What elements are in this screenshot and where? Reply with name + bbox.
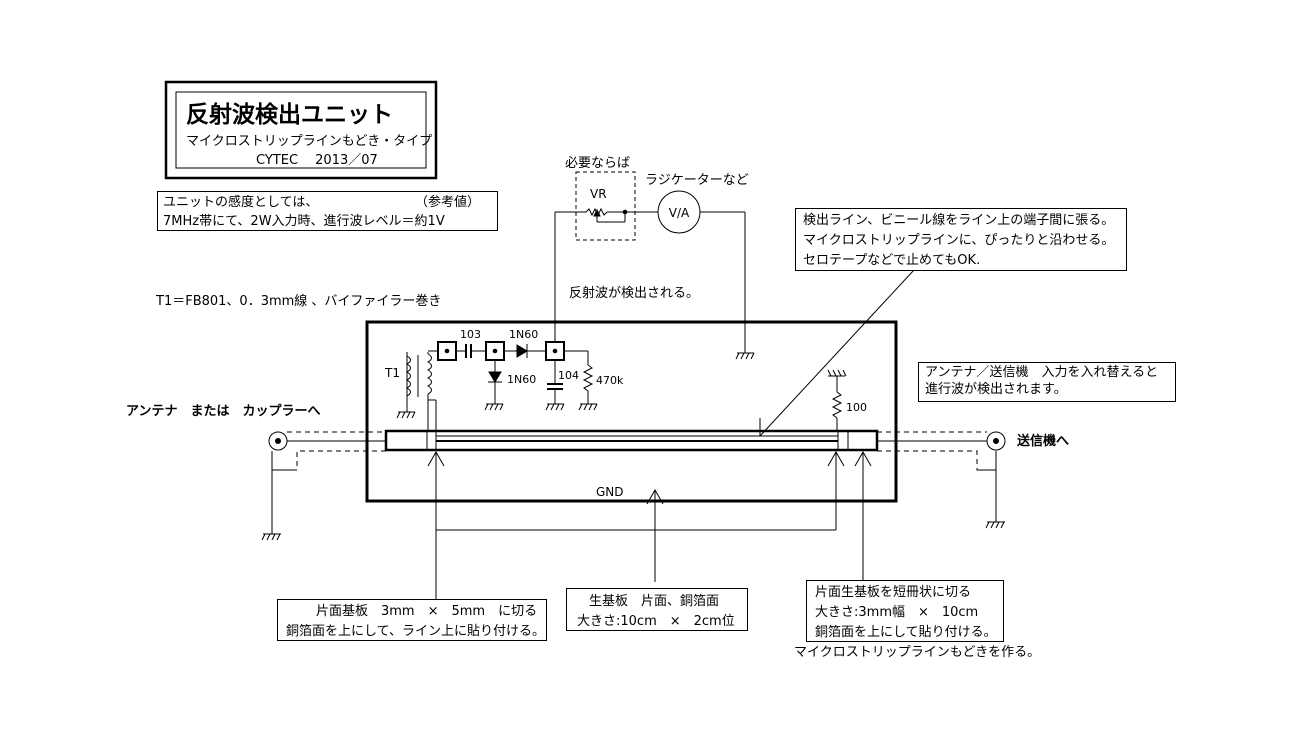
- strip-note-footer: マイクロストリップラインもどきを作る。: [794, 645, 1041, 660]
- page-title: 反射波検出ユニット: [186, 102, 393, 128]
- transformer-t1: [405, 352, 437, 431]
- label-d1: 1N60: [509, 328, 539, 341]
- author-date: CYTEC 2013／07: [256, 153, 378, 168]
- title-frame-inner: [175, 91, 427, 169]
- label-c104: 104: [558, 369, 579, 382]
- right-coax-connector: [877, 431, 1006, 522]
- vr-dashed-box: [575, 171, 636, 241]
- label-d2: 1N60: [507, 373, 537, 386]
- optional-label: 必要ならば: [565, 156, 631, 171]
- vr-label: VR: [590, 187, 607, 201]
- board-note: 生基板 片面、銅箔面 大きさ:10cm × 2cm位: [566, 588, 748, 631]
- tx-label: 送信機へ: [1017, 434, 1070, 449]
- label-gnd: GND: [596, 485, 624, 499]
- sensitivity-note: ユニットの感度としては、 （参考値） 7MHz帯にて、2W入力時、進行波レベル＝…: [157, 191, 498, 231]
- left-coax-connector: [268, 431, 386, 534]
- transformer-note: T1＝FB801、0．3mm線 、バイファイラー巻き: [156, 294, 442, 309]
- label-r100: 100: [846, 401, 867, 414]
- callout-arrows: [427, 450, 872, 600]
- page-subtitle: マイクロストリップラインもどき・タイプ: [186, 134, 433, 149]
- detect-line-note: 検出ライン、ビニール線をライン上の端子間に張る。 マイクロストリップラインに、ぴ…: [795, 208, 1127, 271]
- meter-note: ラジケーターなど: [645, 173, 749, 188]
- meter-symbol: V/A: [669, 206, 690, 220]
- pad-note: 片面基板 3mm × 5mm に切る 銅箔面を上にして、ライン上に貼り付ける。: [277, 599, 547, 641]
- label-c103: 103: [460, 328, 481, 341]
- swap-note: アンテナ／送信機 入力を入れ替えると 進行波が検出されます。: [918, 362, 1176, 402]
- label-r470k: 470k: [596, 374, 624, 387]
- title-frame-outer: [164, 80, 438, 180]
- strip-note: 片面生基板を短冊状に切る 大きさ:3mm幅 × 10cm 銅箔面を上にして貼り付…: [806, 580, 1004, 642]
- reflect-note: 反射波が検出される。: [569, 286, 700, 301]
- ground-symbols: [261, 352, 1005, 541]
- pcb-board: [365, 320, 898, 503]
- label-t1: T1: [385, 366, 400, 380]
- antenna-label: アンテナ または カップラーへ: [126, 404, 321, 419]
